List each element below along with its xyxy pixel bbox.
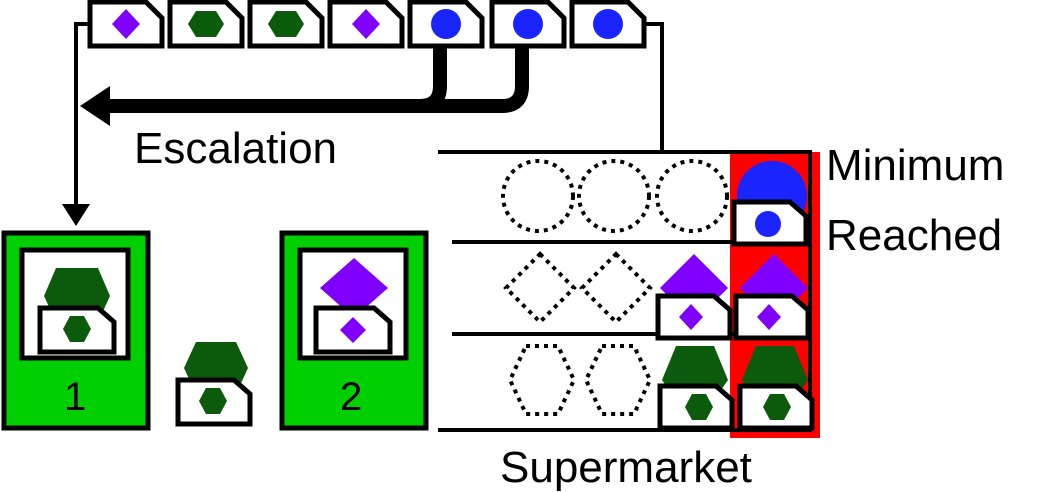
minimum-reached-label-line1: Minimum xyxy=(826,141,1004,190)
circle-icon xyxy=(593,9,623,39)
supermarket-row-circles xyxy=(501,159,809,247)
diamond-icon xyxy=(679,304,703,330)
circle-icon xyxy=(755,211,781,237)
supermarket-row-hexagons xyxy=(507,344,815,431)
kanban-card xyxy=(407,0,485,49)
kanban-card xyxy=(167,0,245,49)
station-1: 1 xyxy=(1,230,151,431)
kanban-card xyxy=(247,0,325,49)
circle-icon xyxy=(513,9,543,39)
station-1-label: 1 xyxy=(64,375,86,419)
arrow-left-icon xyxy=(80,86,110,126)
diamond-icon xyxy=(340,317,366,343)
diamond-icon xyxy=(112,9,140,39)
empty-slot xyxy=(655,159,729,233)
kanban-card xyxy=(327,0,405,49)
hexagon-icon xyxy=(188,11,224,37)
station-2: 2 xyxy=(279,230,429,431)
hexagon-icon xyxy=(199,388,227,414)
diamond-icon xyxy=(352,9,380,39)
supermarket-row-diamonds xyxy=(503,251,811,341)
kanban-card xyxy=(87,0,165,49)
circle-icon xyxy=(431,9,461,39)
kanban-loop-line xyxy=(62,22,664,226)
hexagon-icon xyxy=(763,394,791,420)
hexagon-icon xyxy=(268,11,304,37)
minimum-reached-label-line2: Reached xyxy=(826,211,1002,260)
hexagon-icon xyxy=(63,316,91,342)
station-2-label: 2 xyxy=(340,375,362,419)
arrow-down-icon xyxy=(62,204,90,226)
diamond-icon xyxy=(757,304,781,330)
kanban-card xyxy=(489,0,567,49)
empty-slot xyxy=(583,344,653,416)
hexagon-icon xyxy=(685,394,713,420)
empty-slot xyxy=(503,251,577,325)
empty-slot xyxy=(577,159,651,233)
empty-slot xyxy=(579,251,653,325)
kanban-queue xyxy=(87,0,647,49)
empty-slot xyxy=(501,159,575,233)
escalation-label: Escalation xyxy=(134,124,337,173)
transit-item xyxy=(175,342,253,427)
supermarket-label: Supermarket xyxy=(500,443,752,492)
kanban-card xyxy=(569,0,647,49)
diamond-icon xyxy=(320,258,388,318)
escalation-arrow xyxy=(80,46,529,126)
empty-slot xyxy=(507,344,577,416)
